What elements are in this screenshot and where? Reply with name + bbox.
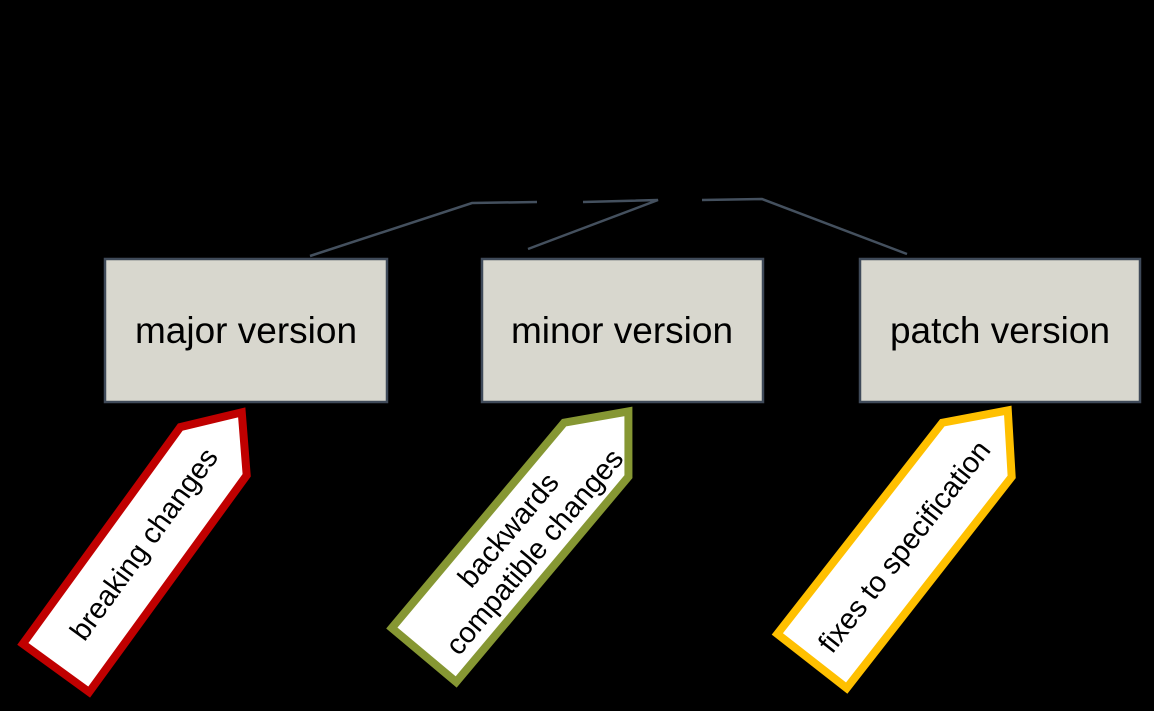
tag-shape-breaking-changes bbox=[17, 407, 251, 698]
connector-to-patch-box bbox=[701, 197, 908, 256]
major-version-label: major version bbox=[135, 310, 357, 351]
connector-to-major-box bbox=[309, 200, 538, 258]
patch-version-box-group: patch version bbox=[858, 257, 1142, 404]
major-version-box-group: major version bbox=[103, 257, 389, 404]
tag-shape-backwards-compatible bbox=[386, 406, 633, 688]
major-version-box bbox=[103, 257, 389, 404]
minor-version-box bbox=[480, 257, 765, 404]
connector-to-minor-box bbox=[527, 198, 659, 251]
minor-version-box-group: minor version bbox=[480, 257, 765, 404]
patch-version-label: patch version bbox=[890, 310, 1110, 351]
patch-version-box bbox=[858, 257, 1142, 404]
minor-version-label: minor version bbox=[511, 310, 733, 351]
tag-shape-fixes-to-specification bbox=[771, 405, 1016, 694]
